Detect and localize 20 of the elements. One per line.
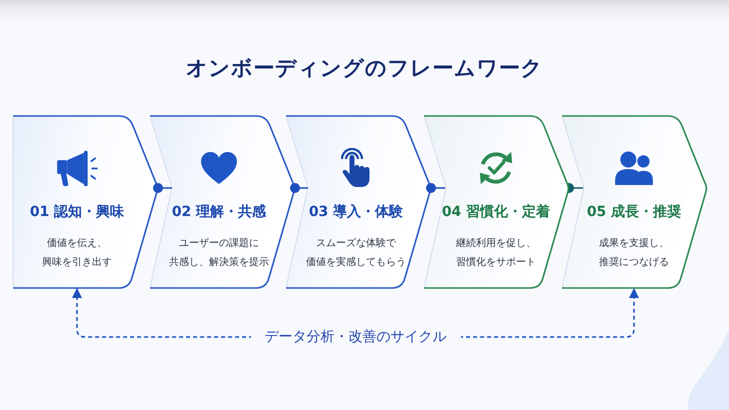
chevron-step <box>13 116 158 288</box>
step-description: ユーザーの課題に共感し、解決策を提示 <box>168 236 270 270</box>
step-description: 価値を伝え、興味を引き出す <box>41 237 113 270</box>
diagram-title: オンボーディングのフレームワーク <box>186 55 543 81</box>
step-description: 継続利用を促し、習慣化をサポート <box>455 236 537 270</box>
dot-connector <box>290 183 308 193</box>
step-heading: 03 導入・体験 <box>308 203 404 221</box>
step-description: スムーズな体験で価値を実感してもらう <box>305 237 407 270</box>
step-heading: 04 習慣化・定着 <box>442 203 550 221</box>
chevron-step <box>562 116 707 288</box>
edge-label: データ分析・改善のサイクル <box>250 328 460 346</box>
dot-connector <box>153 183 172 193</box>
step-description: 成果を支援し、推奨につなげる <box>598 236 670 270</box>
step-heading: 05 成長・推奨 <box>586 203 682 221</box>
step-heading: 02 理解・共感 <box>172 203 266 221</box>
dot-connector <box>426 183 446 193</box>
chevron-step <box>286 116 431 288</box>
step-heading: 01 認知・興味 <box>30 203 124 221</box>
chevron-step <box>424 116 569 288</box>
chevron-step <box>150 116 295 288</box>
